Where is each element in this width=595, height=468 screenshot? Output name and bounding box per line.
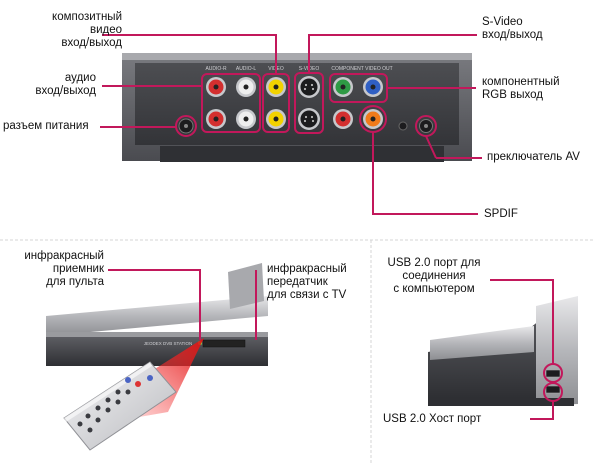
- svideo-jack-top: [298, 76, 320, 98]
- label-audio: аудио вход/выход: [35, 72, 96, 97]
- remote-blue-button-2: [147, 375, 153, 381]
- rca-jack-component-red: [333, 109, 353, 129]
- usb-host-leader-line: [530, 401, 554, 420]
- device-front-trim: [46, 332, 268, 337]
- remote-button: [115, 389, 121, 395]
- remote-button: [87, 427, 93, 433]
- usb-device-leader-line: [490, 279, 554, 364]
- rca-jack-video-bottom: [266, 109, 286, 129]
- power-socket: [178, 118, 194, 134]
- remote-highlight: [64, 362, 152, 422]
- panel-text-component: COMPONENT VIDEO OUT: [331, 66, 392, 72]
- usb-host-port: [545, 385, 561, 394]
- remote-button: [125, 389, 131, 395]
- label-ir-transmitter: инфракрасный передатчик для связи с TV: [267, 263, 347, 301]
- svideo-jack-bottom: [298, 108, 320, 130]
- rca-jack-video-top: [266, 77, 286, 97]
- rca-jack-component-blue: [363, 77, 383, 97]
- remote-body: [63, 361, 177, 451]
- label-composite: композитный видео вход/выход: [52, 11, 122, 49]
- label-usb-host: USB 2.0 Хост порт: [383, 413, 482, 425]
- label-ir-receiver: инфракрасный приемник для пульта: [24, 250, 104, 288]
- label-power: разъем питания: [3, 120, 89, 132]
- small-port: [398, 121, 408, 131]
- svideo-leader-line: [308, 34, 477, 73]
- av-leader-line-diag: [425, 135, 437, 159]
- panel-bottom-lip: [160, 146, 444, 162]
- label-component: компонентный RGB выход: [482, 76, 560, 101]
- spdif-leader-line: [372, 132, 478, 215]
- label-av-switch: преключатель AV: [487, 151, 580, 163]
- usb-device-port: [545, 369, 561, 378]
- remote-button: [77, 421, 83, 427]
- av-switch: [419, 119, 433, 133]
- panel-top-edge: [122, 53, 472, 60]
- rca-jack-spdif-orange: [363, 109, 383, 129]
- remote-button: [95, 405, 101, 411]
- device-side-top: [430, 326, 534, 360]
- remote-button: [115, 399, 121, 405]
- ir-window: [202, 339, 246, 348]
- device-stand: [228, 263, 264, 309]
- panel-text-audio-r: AUDIO-R: [205, 66, 227, 72]
- rca-jack-audio-l-bottom: [236, 109, 256, 129]
- label-spdif: SPDIF: [484, 208, 518, 220]
- device-side: [428, 296, 578, 406]
- audio-highlight: [201, 73, 261, 133]
- rca-jack-component-green: [333, 77, 353, 97]
- remote-control: [63, 361, 177, 451]
- rca-jack-audio-r-top: [206, 77, 226, 97]
- remote-button: [105, 407, 111, 413]
- remote-blue-button: [125, 377, 131, 383]
- rca-jack-audio-l-top: [236, 77, 256, 97]
- panel-text-audio-l: AUDIO-L: [236, 66, 257, 72]
- remote-button: [85, 413, 91, 419]
- composite-leader-line: [102, 34, 277, 74]
- rca-jack-audio-r-bottom: [206, 109, 226, 129]
- device-top-surface: [46, 296, 268, 336]
- label-usb-device: USB 2.0 порт для соединения с компьютеро…: [387, 257, 481, 295]
- label-svideo: S-Video вход/выход: [482, 16, 543, 41]
- remote-button: [105, 397, 111, 403]
- rear-panel: AUDIO-R AUDIO-L VIDEO S-VIDEO COMPONENT …: [122, 53, 472, 162]
- remote-red-button: [135, 381, 141, 387]
- remote-button: [95, 417, 101, 423]
- device-side-base: [428, 398, 574, 406]
- device-brand-text: JEODEX DVB STATION: [144, 341, 193, 346]
- ir-receiver-leader-line: [108, 269, 201, 340]
